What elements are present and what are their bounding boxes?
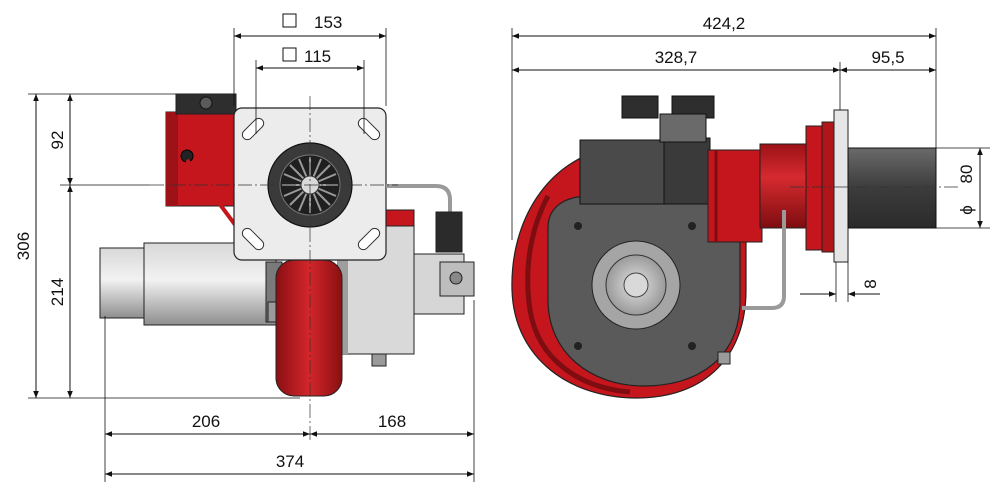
combustion-head [847, 147, 937, 229]
label-width-total: 374 [276, 452, 304, 471]
label-length-total: 424,2 [703, 14, 746, 33]
pump-port [449, 271, 463, 285]
label-width-right: 168 [378, 412, 406, 431]
label-width-left: 206 [192, 412, 220, 431]
label-tube-diameter: 80 [957, 165, 976, 184]
volute-shade [525, 194, 631, 395]
dimensions-side: 424,2 328,7 95,5 ϕ 80 8 [511, 14, 990, 302]
fuel-pipe [386, 184, 452, 226]
motor-end-hub [623, 272, 649, 298]
flange-red [805, 125, 825, 251]
label-flange-thickness: 8 [861, 279, 880, 288]
cover-screw-1 [574, 222, 582, 230]
fan-housing-top [383, 209, 415, 227]
front-view [99, 93, 475, 440]
label-square-inner: 115 [304, 47, 331, 66]
housing-side-shade [338, 212, 348, 354]
side-bolt [717, 351, 731, 365]
ignition-cable [185, 158, 238, 228]
diameter-symbol: ϕ [957, 205, 976, 215]
bolt-bottom [371, 353, 387, 367]
square-symbol-outer [282, 13, 297, 28]
flange-plate [833, 109, 849, 263]
fuel-line [742, 210, 786, 310]
label-height-upper: 92 [48, 131, 67, 150]
dimensions-front: 153 115 306 92 214 206 168 374 [14, 13, 475, 482]
control-box-side [166, 112, 178, 206]
label-height-lower: 214 [48, 278, 67, 306]
cover-screw-3 [574, 342, 582, 350]
control-top-block-1 [621, 95, 659, 119]
label-length-tube: 95,5 [871, 48, 904, 67]
label-height-total: 306 [14, 232, 33, 260]
label-square-outer: 153 [314, 13, 342, 32]
motor-endcap [99, 247, 147, 319]
bolt-motor [267, 301, 277, 323]
square-symbol-inner [282, 47, 297, 62]
control-stem [659, 113, 707, 143]
control-unit-side [663, 137, 711, 205]
side-view [511, 95, 960, 399]
cap-knob [199, 96, 213, 110]
slot-top-left [241, 117, 265, 141]
slot-bottom-left [241, 227, 265, 251]
label-length-body: 328,7 [655, 48, 698, 67]
solenoid-valve [435, 211, 463, 253]
slot-bottom-right [357, 227, 381, 251]
control-unit [579, 139, 675, 205]
cover-screw-2 [688, 222, 696, 230]
fan-housing [275, 259, 343, 397]
cover-screw-4 [688, 342, 696, 350]
